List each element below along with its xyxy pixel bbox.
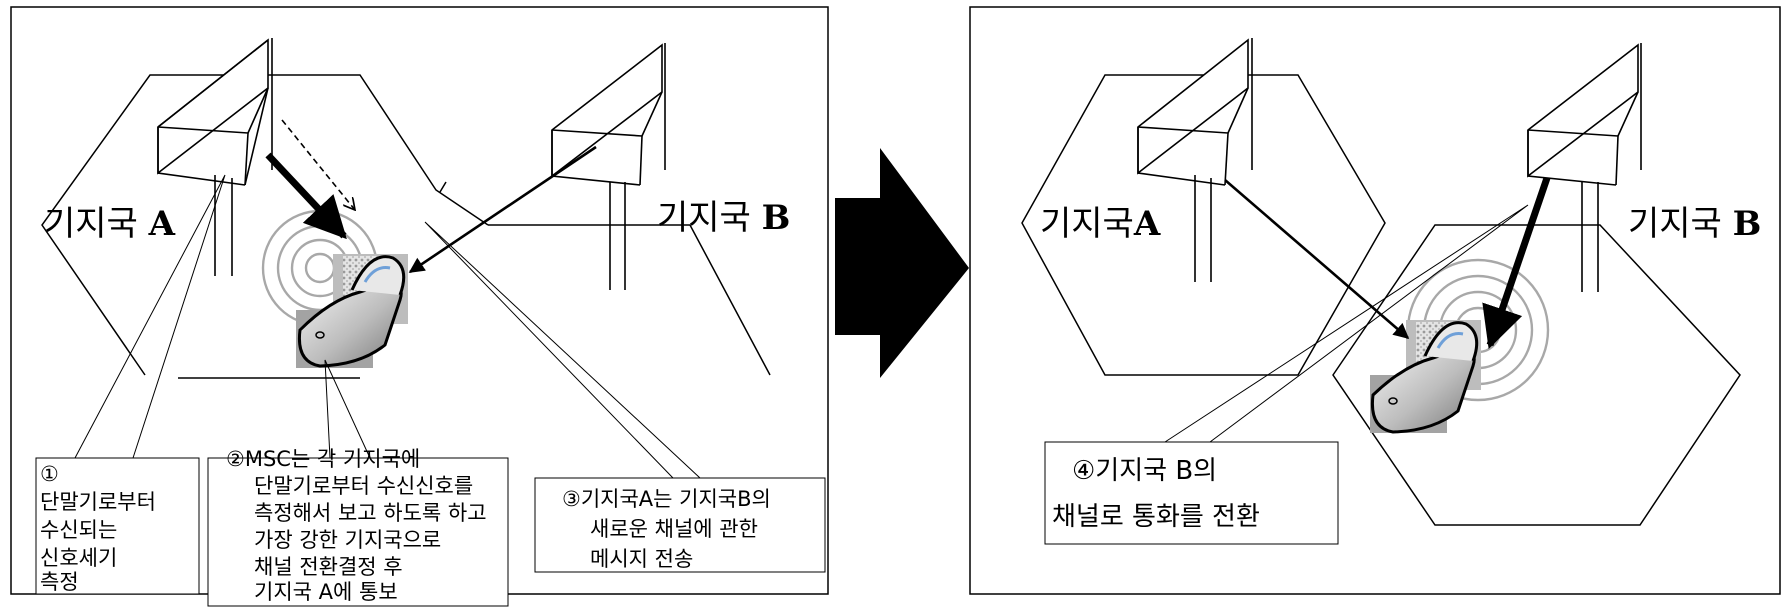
right-cell-a-hexagon [1021, 74, 1386, 376]
note1-text: ① 단말기로부터 수신되는 신호세기 측정 [40, 460, 156, 594]
left-cell-b-hexagon [488, 224, 771, 376]
note1-box [35, 457, 200, 595]
note4-line: ④기지국 B의 [1072, 456, 1218, 486]
tower-b-right [1527, 43, 1642, 292]
left-station-b-letter: B [761, 198, 791, 238]
right-station-b-letter: B [1732, 204, 1762, 244]
right-panel-frame [969, 6, 1781, 595]
left-callout-lines [74, 174, 701, 479]
right-phone-icon [1370, 320, 1481, 434]
note4-text: ④기지국 B의 채널로 통화를 전환 [1052, 448, 1260, 540]
note3-text: ③기지국A는 기지국B의 새로운 채널에 관한 메시지 전송 [562, 484, 771, 574]
note2-text: ②MSC는 각 기지국에 단말기로부터 수신신호를 측정해서 보고 하도록 하고… [226, 446, 487, 603]
left-phone-icon [296, 254, 408, 368]
left-arrow-b-to-phone [408, 145, 597, 274]
left-arrow-a-to-phone [265, 152, 347, 240]
note3-line: 새로운 채널에 관한 [590, 517, 758, 541]
note2-line: ②MSC는 각 기지국에 [226, 447, 421, 471]
left-station-a-letter: A [148, 204, 176, 244]
note1-line: 측정 [40, 570, 79, 594]
right-cell-b-hexagon [1332, 224, 1741, 526]
note2-line: 가장 강한 기지국으로 [254, 528, 442, 552]
tower-a-right [1137, 38, 1253, 282]
note1-line: 수신되는 [40, 518, 118, 542]
tower-a-left [157, 38, 273, 276]
note2-line: 기지국 A에 통보 [254, 580, 398, 604]
note4-box [1044, 441, 1339, 545]
note2-line: 채널 전환결정 후 [254, 555, 403, 579]
right-arrow-b-to-phone [1482, 176, 1551, 349]
note1-number: ① [40, 462, 59, 486]
transition-arrow-icon [835, 148, 969, 378]
right-callout-lines [1164, 204, 1529, 443]
left-station-a-text: 기지국 [44, 204, 138, 244]
note3-line: 메시지 전송 [590, 547, 694, 571]
note2-line: 측정해서 보고 하도록 하고 [254, 501, 487, 525]
note3-box [534, 477, 826, 573]
left-station-b-text: 기지국 [657, 198, 751, 238]
note2-box [207, 457, 509, 607]
left-station-b-label: 기지국 B [657, 190, 790, 239]
right-station-b-label: 기지국 B [1628, 196, 1761, 245]
note1-line: 신호세기 [40, 546, 118, 570]
right-station-a-text: 기지국 [1040, 204, 1134, 244]
right-station-a-label: 기지국A [1040, 196, 1160, 245]
note4-line: 채널로 통화를 전환 [1052, 502, 1260, 532]
right-station-a-letter: A [1133, 204, 1161, 244]
left-dashed-arrow [281, 119, 355, 210]
note2-line: 단말기로부터 수신신호를 [254, 474, 474, 498]
note1-line: 단말기로부터 [40, 490, 156, 514]
left-station-a-label: 기지국 A [44, 196, 175, 245]
right-arrow-a-to-phone [1224, 179, 1410, 340]
right-station-b-text: 기지국 [1628, 204, 1722, 244]
note3-line: ③기지국A는 기지국B의 [562, 487, 771, 511]
